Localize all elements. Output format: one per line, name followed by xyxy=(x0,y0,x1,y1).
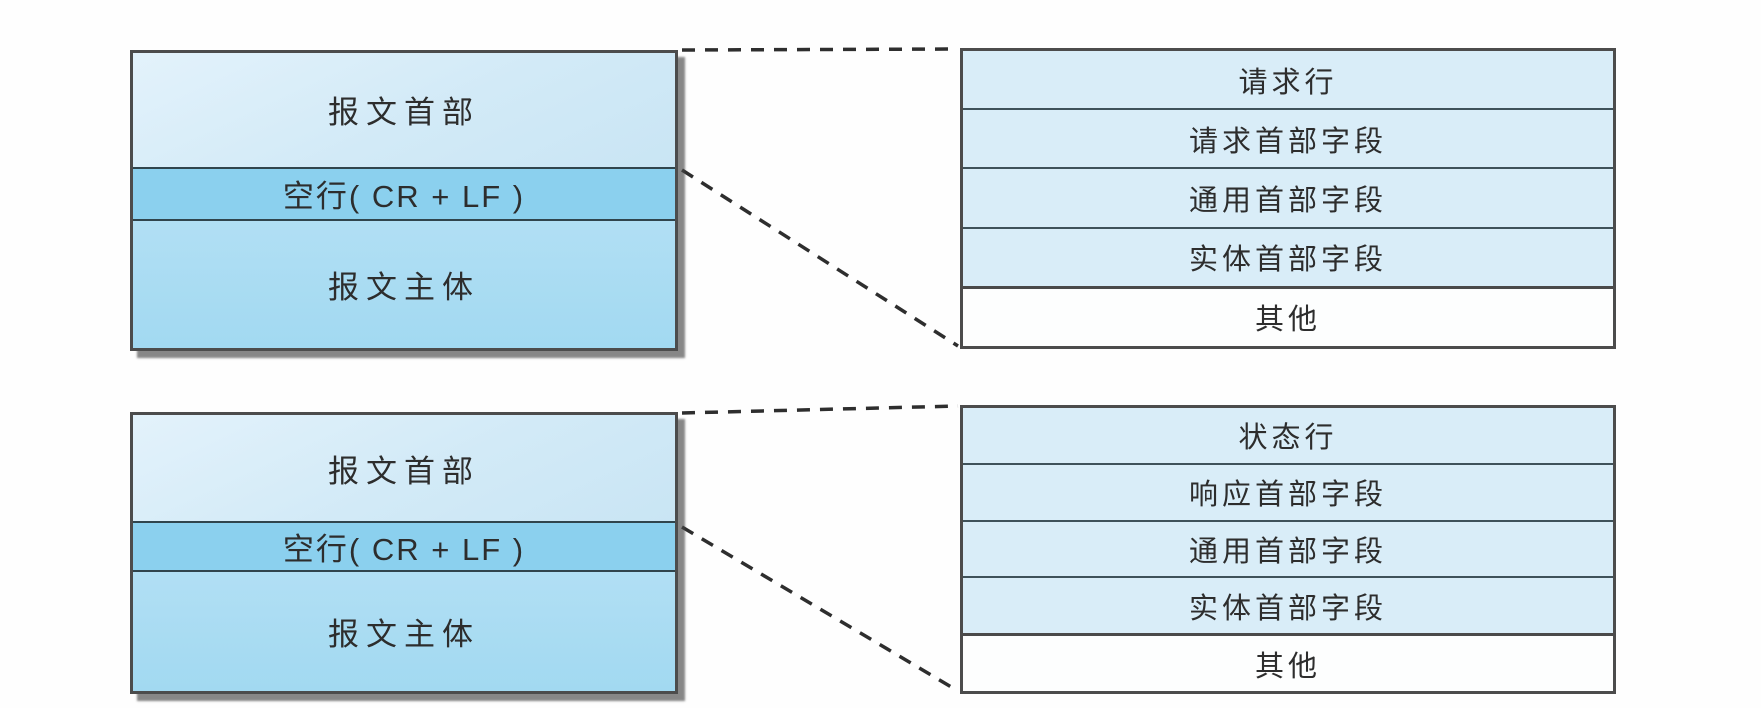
request-message-header-label: 报文首部 xyxy=(328,95,480,131)
response-other-label: 其他 xyxy=(1254,650,1321,683)
response-general-header-fields-row: 通用首部字段 xyxy=(963,519,1613,577)
request-header-expand-top-line xyxy=(681,47,959,52)
response-message-header-label: 报文首部 xyxy=(328,453,480,489)
request-header-fields-label: 请求首部字段 xyxy=(1188,125,1387,158)
response-general-header-fields-label: 通用首部字段 xyxy=(1188,535,1387,568)
response-message-structure-box: 报文首部 空行( CR + LF ) 报文主体 xyxy=(130,412,678,694)
status-line-label: 状态行 xyxy=(1238,422,1338,455)
response-entity-header-fields-label: 实体首部字段 xyxy=(1188,592,1387,625)
request-message-header-row: 报文首部 xyxy=(133,53,675,167)
response-header-fields-row: 响应首部字段 xyxy=(963,462,1613,520)
response-header-detail-box: 状态行 响应首部字段 通用首部字段 实体首部字段 其他 xyxy=(960,405,1616,694)
request-other-row: 其他 xyxy=(963,285,1613,347)
request-line-label: 请求行 xyxy=(1238,66,1338,99)
request-message-structure-box: 报文首部 空行( CR + LF ) 报文主体 xyxy=(130,50,678,351)
request-entity-header-fields-label: 实体首部字段 xyxy=(1188,244,1387,277)
request-general-header-fields-label: 通用首部字段 xyxy=(1188,185,1387,217)
request-blank-line-label: 空行( CR + LF ) xyxy=(282,179,526,215)
response-message-body-label: 报文主体 xyxy=(328,617,480,653)
response-blank-line-label: 空行( CR + LF ) xyxy=(282,532,526,568)
request-header-detail-box: 请求行 请求首部字段 通用首部字段 实体首部字段 其他 xyxy=(960,48,1616,349)
response-entity-header-fields-row: 实体首部字段 xyxy=(963,576,1613,634)
response-header-expand-diagonal-line xyxy=(681,525,959,693)
request-message-body-label: 报文主体 xyxy=(328,270,480,306)
response-blank-line-row: 空行( CR + LF ) xyxy=(133,521,675,573)
request-general-header-fields-row: 通用首部字段 xyxy=(963,167,1613,227)
response-message-body-row: 报文主体 xyxy=(133,572,675,691)
request-line-row: 请求行 xyxy=(963,51,1613,109)
response-header-expand-top-line xyxy=(681,404,959,415)
request-message-body-row: 报文主体 xyxy=(133,221,675,348)
request-header-expand-diagonal-line xyxy=(681,168,959,348)
request-other-label: 其他 xyxy=(1254,304,1321,337)
response-message-header-row: 报文首部 xyxy=(133,415,675,522)
request-blank-line-row: 空行( CR + LF ) xyxy=(133,166,675,222)
status-line-row: 状态行 xyxy=(963,408,1613,463)
request-header-fields-row: 请求首部字段 xyxy=(963,108,1613,168)
response-header-fields-label: 响应首部字段 xyxy=(1188,479,1387,512)
response-other-row: 其他 xyxy=(963,633,1613,691)
request-entity-header-fields-row: 实体首部字段 xyxy=(963,226,1613,286)
